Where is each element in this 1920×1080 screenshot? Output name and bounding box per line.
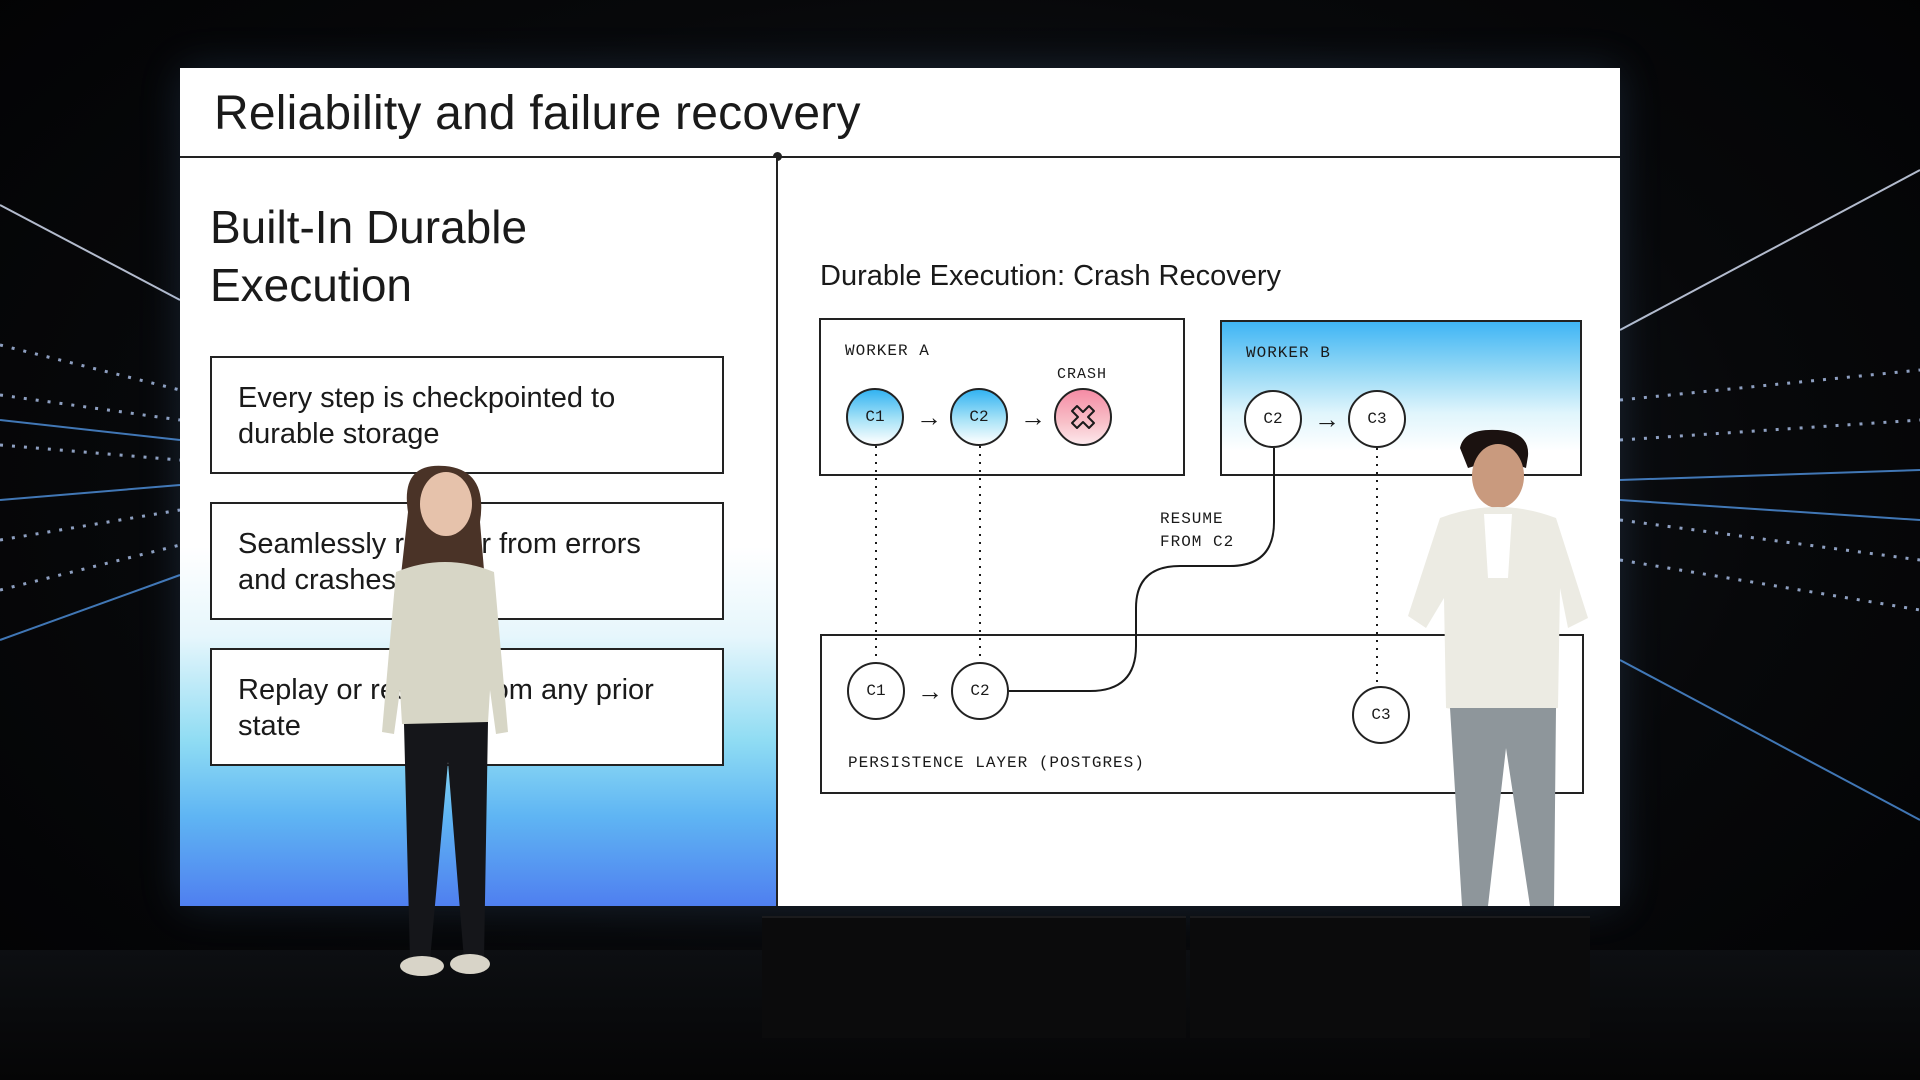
resume-label-line1: RESUME: [1160, 510, 1224, 528]
persistence-layer-label: PERSISTENCE LAYER (POSTGRES): [848, 754, 1145, 772]
divider-junction-dot: [773, 152, 782, 161]
persist-node-c3: C3: [1352, 686, 1410, 744]
worker-a-node-c2: C2: [950, 388, 1008, 446]
worker-b-node-c2: C2: [1244, 390, 1302, 448]
persist-node-c1: C1: [847, 662, 905, 720]
presenter-left: [382, 465, 508, 976]
resume-connector: [1009, 448, 1275, 692]
x-cross-icon: [1071, 405, 1095, 429]
stage-monitor: [1190, 916, 1590, 1038]
worker-a-label: WORKER A: [845, 342, 930, 360]
crash-node: [1054, 388, 1112, 446]
presenter-right: [1408, 429, 1588, 906]
arrow-icon: →: [917, 676, 943, 706]
left-heading: Built-In Durable Execution: [210, 201, 528, 311]
worker-b-label: WORKER B: [1246, 344, 1331, 362]
arrow-icon: →: [916, 402, 942, 432]
resume-label-line2: FROM C2: [1160, 533, 1235, 551]
arrow-icon: →: [1020, 402, 1046, 432]
feature-card-checkpoint: Every step is checkpointed to durable st…: [210, 356, 724, 474]
diagram-connectors: [875, 446, 1378, 692]
persist-node-c2: C2: [951, 662, 1009, 720]
crash-label: CRASH: [1057, 366, 1108, 383]
slide-title: Reliability and failure recovery: [214, 87, 861, 140]
diagram-title: Durable Execution: Crash Recovery: [820, 260, 1281, 292]
title-divider: [180, 156, 1620, 158]
worker-a-node-c1: C1: [846, 388, 904, 446]
arrow-icon: →: [1314, 404, 1340, 434]
stage-monitor: [762, 916, 1186, 1038]
worker-b-node-c3: C3: [1348, 390, 1406, 448]
panel-divider: [776, 158, 778, 906]
